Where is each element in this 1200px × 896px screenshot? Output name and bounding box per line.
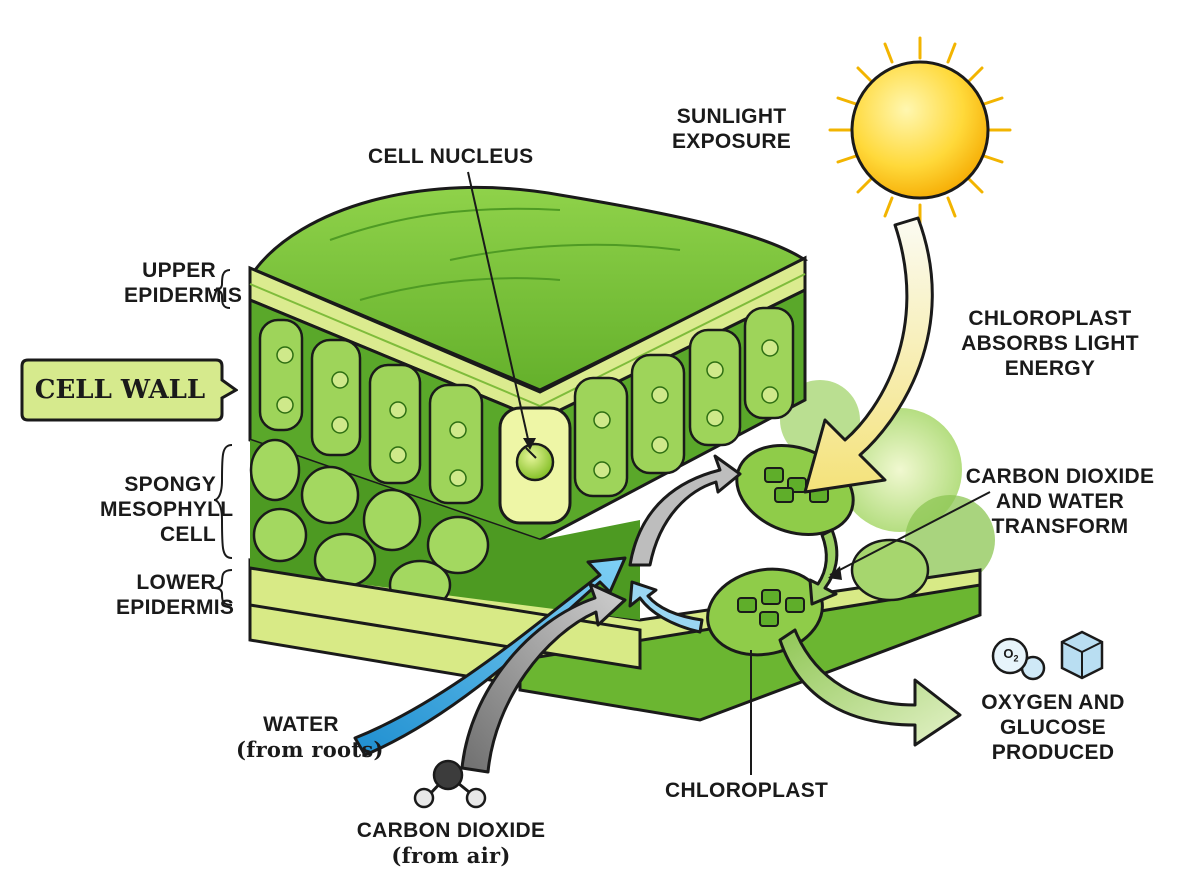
chloroplast-label: CHLOROPLAST	[665, 778, 828, 803]
co2-arrow	[460, 582, 627, 774]
transform-line-3: TRANSFORM	[991, 515, 1129, 538]
water-arrow	[353, 556, 627, 757]
cell-nucleus	[515, 442, 555, 482]
spongy-line-2: MESOPHYLL	[100, 498, 234, 521]
o2-subscript: 2	[1013, 653, 1019, 664]
lower-epidermis-line-1: LOWER	[136, 571, 216, 594]
absorbs-line-3: ENERGY	[1004, 357, 1096, 380]
cell-wall-label: CELL WALL	[34, 375, 206, 405]
sunlight-line-1: SUNLIGHT	[676, 105, 787, 128]
chloroplast-absorbs-label: CHLOROPLAST ABSORBS LIGHT ENERGY	[955, 306, 1145, 381]
upper-epidermis-line-1: UPPER	[142, 259, 216, 282]
o2-symbol: O2	[1000, 646, 1022, 664]
absorbs-line-2: ABSORBS LIGHT	[961, 332, 1139, 355]
absorbs-line-1: CHLOROPLAST	[968, 307, 1132, 330]
upper-epidermis-line-2: EPIDERMIS	[124, 284, 243, 307]
oxygen-glucose-label: OXYGEN AND GLUCOSE PRODUCED	[968, 690, 1138, 765]
cell-nucleus-label: CELL NUCLEUS	[368, 144, 533, 169]
water-subtext: (from roots)	[236, 737, 384, 762]
sunlight-exposure-label: SUNLIGHT EXPOSURE	[672, 104, 791, 154]
lower-epidermis-label: LOWER EPIDERMIS	[116, 570, 235, 620]
co2-water-transform-label: CARBON DIOXIDE AND WATER TRANSFORM	[955, 464, 1165, 539]
spongy-mesophyll-label: SPONGY MESOPHYLL CELL	[100, 472, 234, 547]
leaf-block	[248, 185, 809, 620]
nucleus-pointer	[523, 438, 536, 450]
spongy-line-3: CELL	[159, 523, 216, 546]
output-arrow	[778, 628, 962, 747]
transform-line-1: CARBON DIOXIDE	[965, 465, 1155, 488]
carbon-dioxide-molecule-icon	[413, 759, 487, 809]
cell-wall-callout: CELL WALL	[20, 358, 238, 422]
water-text: WATER	[263, 713, 339, 736]
output-line-1: OXYGEN AND	[981, 691, 1125, 714]
output-line-3: PRODUCED	[991, 741, 1115, 764]
callout-bubble	[20, 358, 238, 422]
cell-nucleus-text: CELL NUCLEUS	[368, 145, 534, 168]
water-label: WATER (from roots)	[236, 712, 384, 762]
sunlight-line-2: EXPOSURE	[672, 130, 792, 153]
leader-lines	[467, 171, 991, 775]
light-energy-arrow	[803, 216, 934, 494]
carbon-dioxide-subtext: (from air)	[391, 843, 511, 868]
oxygen-molecule-icon	[991, 637, 1046, 681]
cycle-arrow-up	[628, 454, 742, 567]
upper-epidermis-label: UPPER EPIDERMIS	[124, 258, 243, 308]
chloroplast-text: CHLOROPLAST	[665, 779, 829, 802]
transform-arrow	[808, 528, 839, 606]
output-line-2: GLUCOSE	[1000, 716, 1106, 739]
o2-letter: O	[1003, 646, 1014, 661]
sun-icon	[828, 36, 1012, 227]
lower-epidermis-line-2: EPIDERMIS	[116, 596, 235, 619]
cycle-arrow-blue	[628, 580, 704, 634]
transform-line-2: AND WATER	[995, 490, 1125, 513]
layer-brackets	[213, 269, 233, 606]
spongy-line-1: SPONGY	[124, 473, 216, 496]
glucose-cube-icon	[1060, 630, 1104, 680]
carbon-dioxide-text: CARBON DIOXIDE	[356, 819, 546, 842]
carbon-dioxide-label: CARBON DIOXIDE (from air)	[340, 818, 562, 868]
transform-pointer	[828, 566, 842, 580]
